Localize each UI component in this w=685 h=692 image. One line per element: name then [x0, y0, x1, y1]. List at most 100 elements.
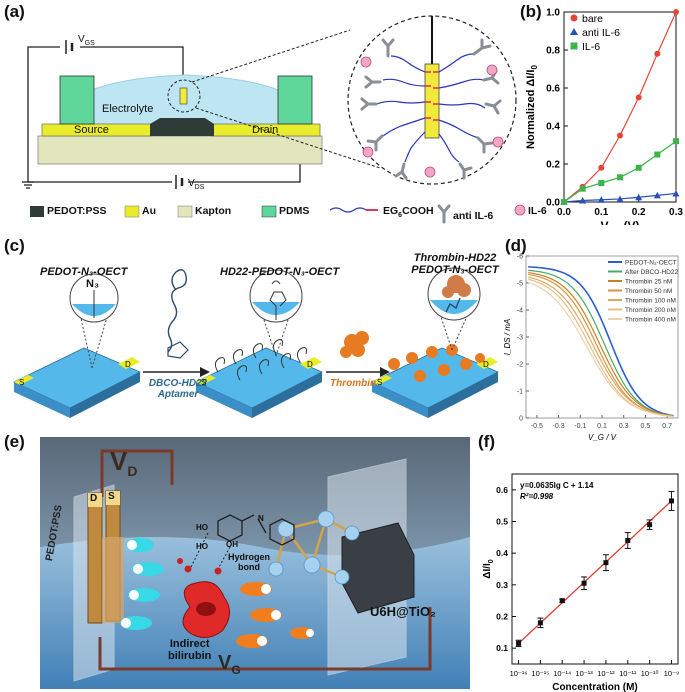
y-tick-label: 0.0	[546, 198, 560, 209]
panel-e-illustration	[40, 437, 470, 689]
data-point	[653, 191, 661, 199]
source-label: Source	[74, 124, 109, 136]
vgs-label: VGS	[78, 34, 95, 47]
chem-n: N	[258, 514, 264, 523]
legend-label: anti IL-6	[582, 27, 620, 39]
data-point	[579, 196, 587, 204]
x-tick-label: 0.0	[557, 207, 571, 218]
data-point	[635, 94, 642, 101]
y-tick-label: 0.2	[496, 612, 508, 622]
electrolyte-label: Electrolyte	[102, 103, 154, 115]
il6-molecules	[360, 56, 504, 178]
y-tick-label: 0.2	[546, 160, 560, 171]
data-point	[598, 164, 605, 171]
legend-label: After DBCO-HD22	[625, 269, 678, 276]
zoom-line-bottom	[195, 107, 381, 169]
label-device-2: HD22-PEDOT-N₃-OECT	[220, 266, 340, 278]
legend-label: Thrombin 50 nM	[625, 288, 672, 295]
chemical-structure	[217, 514, 295, 546]
n3-label: N₃	[86, 278, 100, 290]
transfer-curve-4	[528, 276, 674, 417]
arrow-2-label: Thrombin	[330, 378, 377, 389]
pdms-wall-left	[59, 75, 95, 125]
device-3-d: D	[483, 360, 489, 369]
legend-eg6cooh: EG6COOH	[383, 205, 434, 220]
eg6cooh-chains	[376, 53, 486, 163]
data-point	[635, 193, 643, 201]
e-d-label: D	[90, 493, 98, 504]
chem-oh: OH	[226, 540, 238, 549]
arrow-1	[143, 269, 210, 377]
pdms-wall-right	[277, 75, 313, 125]
y-tick-label: 0.1	[496, 643, 508, 653]
x-tick-label: 0.3	[669, 207, 683, 218]
transfer-curve-2	[528, 272, 674, 417]
legend-anti-il6: anti IL-6	[453, 210, 494, 222]
oxygen-dots	[177, 558, 222, 575]
transfer-curve-0	[528, 266, 674, 417]
x-tick-label: 0.5	[641, 423, 651, 430]
data-point	[654, 151, 661, 158]
series-line-2	[563, 140, 677, 203]
panel-f-letter: (f)	[478, 432, 495, 451]
data-point	[581, 580, 587, 586]
y-tick-label: 1.0	[546, 8, 560, 19]
u6h-nodes	[268, 510, 360, 585]
legend-il6: IL-6	[528, 205, 547, 217]
legend-label: bare	[582, 13, 603, 25]
fit-r2: R²=0.998	[520, 492, 554, 501]
cations	[120, 538, 164, 630]
zoom-circle-small	[167, 79, 201, 113]
data-point	[654, 50, 661, 57]
data-point	[616, 195, 624, 202]
x-tick-label: 0.7	[662, 423, 672, 430]
battery-vgs	[65, 40, 74, 54]
data-point	[597, 196, 605, 203]
data-point	[635, 164, 642, 171]
x-tick-label: 10⁻¹⁶	[510, 669, 528, 678]
hydrogen-bonds	[189, 532, 231, 570]
data-point	[647, 522, 653, 528]
plot-frame	[511, 473, 679, 665]
vg-label: VG	[218, 652, 241, 677]
x-tick-label: 10⁻¹⁵	[531, 669, 549, 678]
chem-ho-2: HO	[196, 542, 208, 551]
data-point	[617, 174, 623, 181]
device-3	[371, 267, 499, 418]
y-tick-label: 0	[519, 416, 523, 423]
x-tick-label: 0.3	[619, 423, 629, 430]
device-2	[195, 269, 323, 418]
x-tick-label: 10⁻¹²	[597, 669, 615, 678]
y-tick-label: -2	[517, 362, 523, 369]
x-tick-label: -0.5	[531, 423, 543, 430]
pedot-electrodes	[87, 490, 124, 624]
data-point	[579, 185, 586, 192]
panel-a-schematic	[22, 15, 526, 224]
panel-c-letter: (c)	[4, 236, 25, 255]
fit-equation: y=0.0635lg C + 1.14	[520, 481, 594, 490]
y-axis-label: I_DS / mA	[503, 319, 512, 355]
chem-ho-1: HO	[196, 523, 208, 532]
x-axis-label: V_G / V	[588, 433, 617, 442]
x-tick-label: 0.1	[597, 423, 607, 430]
drain-label: Drain	[252, 124, 279, 136]
vds-label: VDS	[188, 178, 205, 191]
legend-pedot: PEDOT:PSS	[47, 205, 107, 217]
legend-pdms: PDMS	[279, 205, 310, 217]
data-point	[516, 640, 522, 646]
series-line-0	[563, 11, 677, 203]
anions	[236, 582, 314, 648]
legend-label: Thrombin 100 nM	[625, 298, 676, 305]
battery-vds	[175, 175, 184, 189]
gate-electrode	[179, 87, 188, 105]
panel-c-diagram	[13, 267, 499, 418]
legend-marker	[570, 42, 578, 50]
data-point	[668, 498, 674, 504]
device-1	[13, 273, 141, 418]
x-tick-label: 10⁻¹¹	[619, 669, 637, 678]
